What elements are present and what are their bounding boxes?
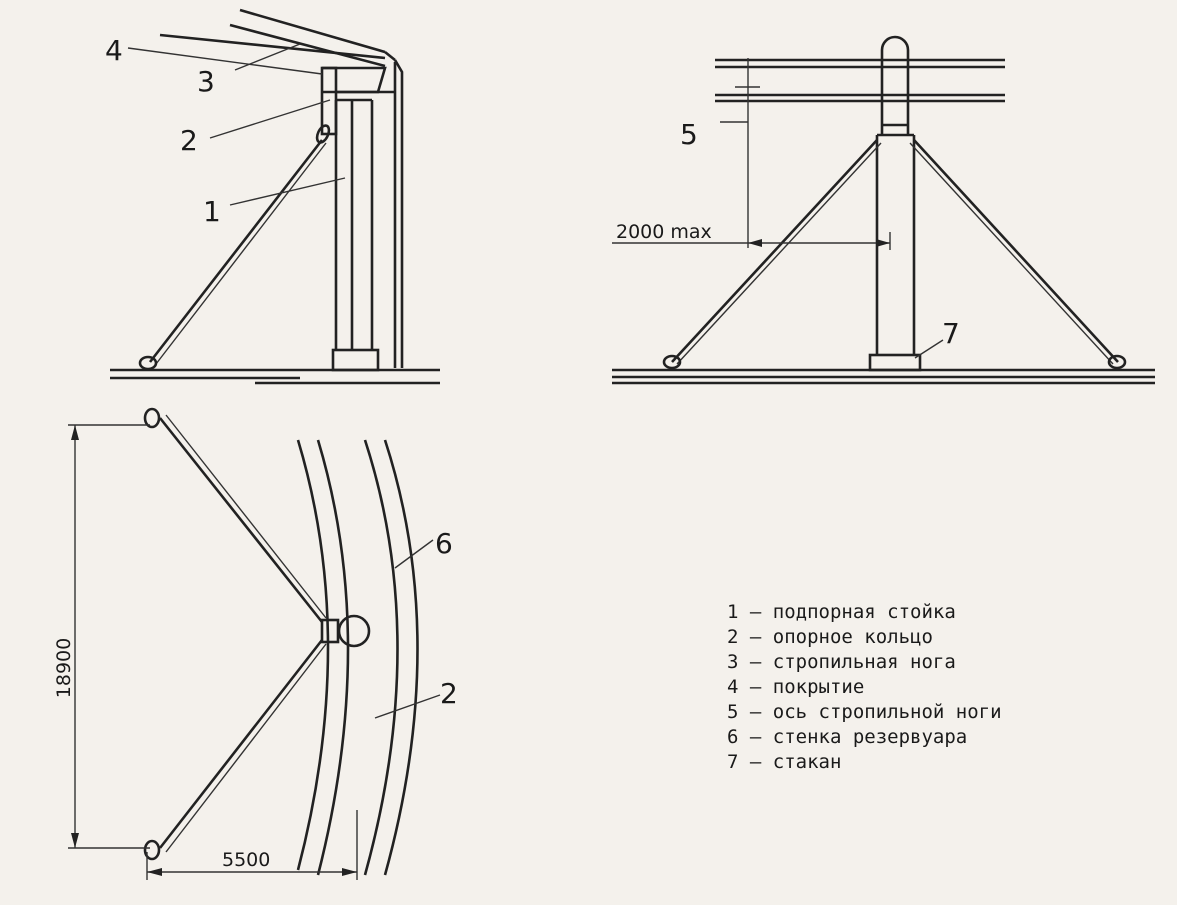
- legend-item: 5 – ось стропильной ноги: [727, 700, 1002, 725]
- plan-brace-end: [143, 839, 161, 861]
- legend-text: стенка резервуара: [772, 726, 968, 748]
- legend-separator: –: [738, 651, 773, 673]
- side-view-left: 4 3 2 1: [105, 8, 440, 385]
- dimension-arrow: [147, 868, 162, 876]
- legend-text: стропильная нога: [772, 651, 956, 673]
- legend-separator: –: [738, 751, 773, 773]
- tank-wall-line: [393, 59, 404, 368]
- dimension-arrow: [71, 833, 79, 848]
- left-brace: [676, 142, 882, 365]
- legend-item: 2 – опорное кольцо: [727, 625, 1002, 650]
- dimension-arrow: [876, 239, 890, 247]
- legend-item: 7 – стакан: [727, 750, 1002, 775]
- legend-separator: –: [738, 701, 773, 723]
- right-brace: [909, 142, 1114, 365]
- label-3: 3: [197, 65, 215, 98]
- dimension-arrow: [748, 239, 762, 247]
- brace-foot-joint: [1107, 354, 1127, 370]
- label-6: 6: [435, 527, 453, 560]
- legend-item: 3 – стропильная нога: [727, 650, 1002, 675]
- dimension-2000-max: 2000 max: [616, 221, 712, 243]
- leader-1: [229, 177, 346, 206]
- brace-top-joint: [315, 124, 331, 144]
- plan-brace-upper: [165, 414, 327, 619]
- diagonal-brace: [148, 139, 324, 363]
- front-view-right: 5 2000 max 7: [612, 35, 1155, 385]
- leader-2b: [374, 694, 441, 719]
- legend-number: 7: [727, 751, 739, 773]
- hub-ring: [337, 614, 371, 648]
- dimension-arrow: [71, 425, 79, 440]
- legend-text: подпорная стойка: [772, 601, 956, 623]
- plan-brace-upper: [158, 417, 324, 623]
- roof-covering-line: [159, 33, 386, 60]
- legend-text: ось стропильной ноги: [772, 701, 1002, 723]
- left-brace: [671, 139, 878, 363]
- legend-number: 5: [727, 701, 739, 723]
- legend-separator: –: [738, 676, 773, 698]
- plan-view: 6 2 18900 5500: [53, 407, 458, 880]
- label-2: 2: [180, 124, 198, 157]
- legend-number: 4: [727, 676, 739, 698]
- leader-7: [914, 339, 944, 359]
- rafter-end: [322, 66, 387, 94]
- hub-bracket: [320, 618, 340, 644]
- legend-separator: –: [738, 626, 773, 648]
- legend-item: 1 – подпорная стойка: [727, 600, 1002, 625]
- legend-separator: –: [738, 601, 773, 623]
- label-2-plan: 2: [440, 677, 458, 710]
- plan-brace-lower: [158, 639, 324, 849]
- leader-3: [234, 43, 301, 71]
- roof-covering-line: [239, 8, 386, 54]
- leader-6: [394, 539, 434, 569]
- legend-text: стакан: [772, 751, 842, 773]
- legend-number: 6: [727, 726, 739, 748]
- dimension-arrow: [342, 868, 357, 876]
- dimension-18900: 18900: [53, 638, 75, 698]
- leader-2: [209, 99, 331, 139]
- plan-arc: [363, 439, 399, 876]
- base-cup: [331, 348, 380, 372]
- right-brace: [913, 139, 1119, 363]
- legend-separator: –: [738, 726, 773, 748]
- dimension-5500: 5500: [222, 849, 270, 871]
- label-5: 5: [680, 118, 698, 151]
- leader-4: [127, 47, 323, 75]
- plan-arc: [296, 439, 330, 871]
- legend-text: покрытие: [772, 676, 865, 698]
- plan-arc: [383, 439, 419, 876]
- brace-bottom-joint: [138, 355, 158, 371]
- label-4: 4: [105, 34, 123, 67]
- plan-arc: [316, 439, 350, 876]
- roof-edge: [384, 50, 396, 62]
- diagonal-brace: [155, 142, 327, 365]
- cup-stakan: [868, 353, 922, 372]
- plan-brace-end: [143, 407, 161, 429]
- label-7: 7: [942, 317, 960, 350]
- legend-number: 2: [727, 626, 739, 648]
- legend-item: 6 – стенка резервуара: [727, 725, 1002, 750]
- plan-brace-lower: [165, 643, 327, 853]
- legend-number: 1: [727, 601, 739, 623]
- roof-covering-line: [229, 23, 386, 68]
- legend-number: 3: [727, 651, 739, 673]
- legend-text: опорное кольцо: [772, 626, 933, 648]
- label-1: 1: [203, 195, 221, 228]
- legend-item: 4 – покрытие: [727, 675, 1002, 700]
- post-cap: [880, 35, 910, 60]
- brace-foot-joint: [662, 354, 682, 370]
